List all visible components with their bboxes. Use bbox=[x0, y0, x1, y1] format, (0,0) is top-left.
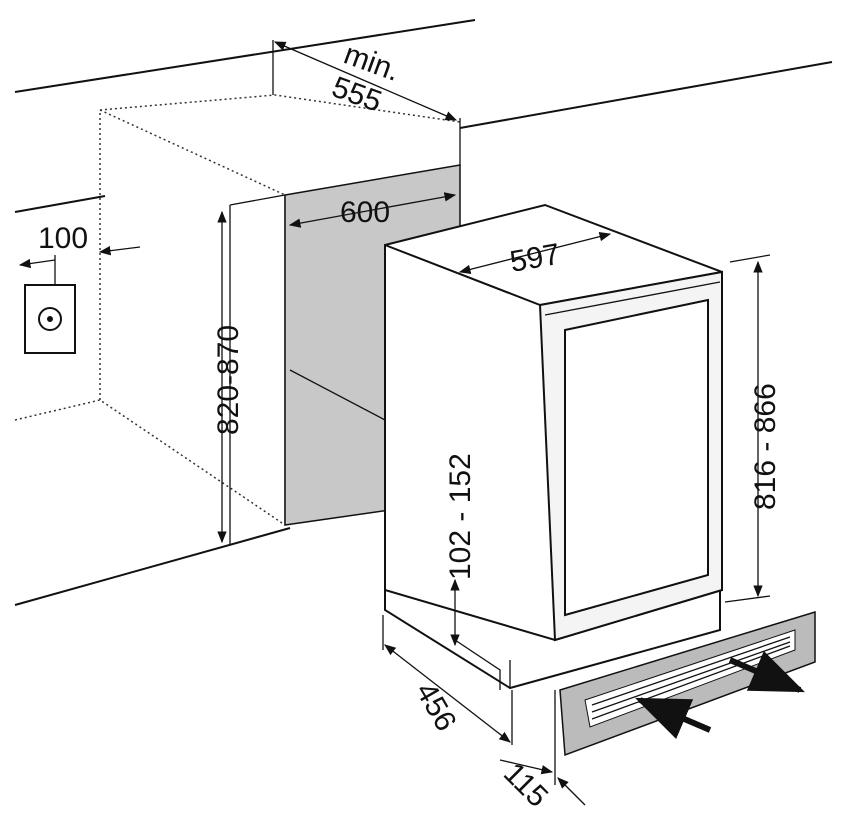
countertop-lines bbox=[14, 19, 833, 606]
glass-panel bbox=[564, 298, 709, 617]
niche-width-label: 600 bbox=[340, 196, 390, 229]
air-in-arrow bbox=[635, 697, 712, 739]
niche-height-label: 820-870 bbox=[212, 325, 245, 435]
plinth-depth-label: 115 bbox=[497, 757, 554, 814]
appliance-depth-label: 456 bbox=[409, 677, 463, 737]
appliance bbox=[384, 203, 723, 690]
air-out-arrow bbox=[728, 651, 805, 693]
foot-height-label: 102 - 152 bbox=[444, 453, 477, 580]
socket-icon bbox=[24, 284, 76, 354]
dimension-lines bbox=[18, 40, 771, 806]
ventilation-grille bbox=[559, 610, 816, 757]
appliance-height-label: 816 - 866 bbox=[749, 383, 782, 510]
socket-offset-label: 100 bbox=[38, 222, 88, 255]
